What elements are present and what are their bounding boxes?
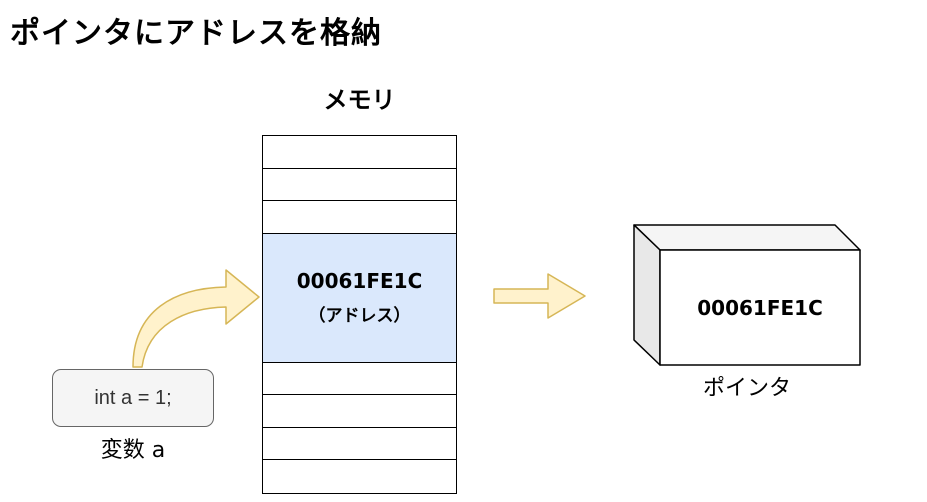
pointer-value: 00061FE1C [697,295,823,320]
memory-cell [263,427,456,460]
memory-block: 00061FE1C （アドレス） [262,135,457,494]
memory-cell [263,201,456,234]
memory-address-caption: （アドレス） [308,306,411,326]
memory-cell [263,460,456,493]
pointer-box [633,224,861,366]
right-arrow-icon [493,273,586,319]
variable-label: 変数 a [100,438,166,463]
variable-box: int a = 1; [52,369,214,427]
curved-arrow-icon [132,269,260,368]
memory-cell [263,168,456,201]
memory-cell [263,362,456,395]
memory-cell [263,136,456,169]
memory-cell [263,395,456,428]
memory-address-cell: 00061FE1C （アドレス） [263,233,456,363]
page-title: ポインタにアドレスを格納 [10,16,382,51]
pointer-label: ポインタ [702,376,791,401]
memory-address-value: 00061FE1C [296,269,423,293]
memory-label: メモリ [323,86,396,114]
